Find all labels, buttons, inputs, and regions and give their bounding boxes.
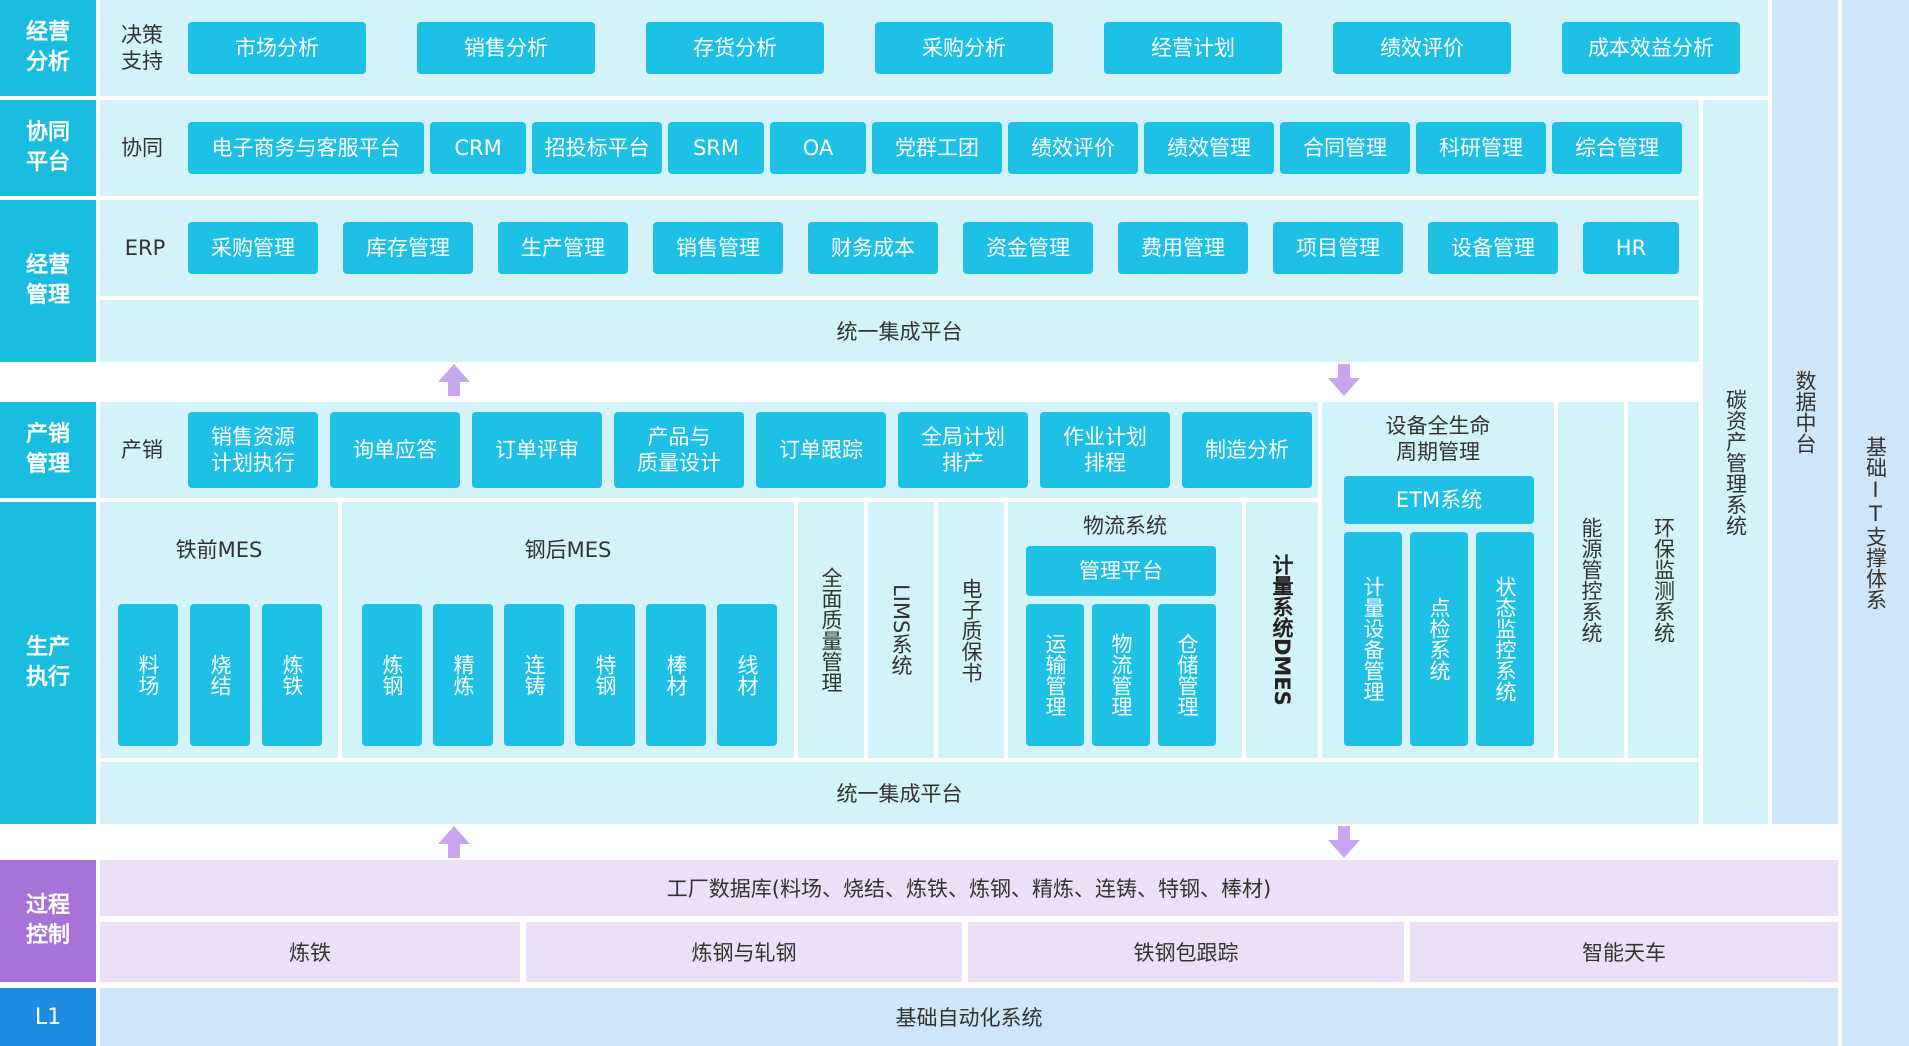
equipment-item: 状态监控系统 [1476, 532, 1534, 746]
up-arrow-icon [438, 364, 470, 396]
decision-item: 经营计划 [1104, 22, 1282, 74]
category-operations-management: 经营 管理 [0, 200, 96, 362]
iron-mes-item: 烧结 [190, 604, 250, 746]
erp-item: 财务成本 [808, 222, 938, 274]
logistics-title: 物流系统 [1083, 514, 1167, 538]
process-item: 炼铁 [100, 922, 520, 982]
decision-item: 采购分析 [875, 22, 1053, 74]
process-item: 铁钢包跟踪 [968, 922, 1404, 982]
decision-item: 市场分析 [188, 22, 366, 74]
down-arrow-icon [1328, 826, 1360, 858]
integration-platform-top: 统一集成平台 [100, 300, 1699, 362]
category-production-execution: 生产 执行 [0, 502, 96, 824]
category-l1: L1 [0, 988, 96, 1046]
prodsales-item: 全局计划 排产 [898, 412, 1028, 488]
quality-management: 全面质量管理 [798, 502, 864, 758]
logistics-item: 物流管理 [1092, 604, 1150, 746]
collab-item: 合同管理 [1280, 122, 1410, 174]
data-middle-platform: 数据中台 [1772, 0, 1838, 824]
energy-control-system: 能源管控系统 [1558, 402, 1624, 758]
logistics-platform: 管理平台 [1026, 546, 1216, 596]
e-quality-cert: 电子质保书 [938, 502, 1004, 758]
iron-mes-item: 炼铁 [262, 604, 322, 746]
process-item: 智能天车 [1410, 922, 1838, 982]
collab-item: 科研管理 [1416, 122, 1546, 174]
prodsales-item: 询单应答 [330, 412, 460, 488]
steel-mes-item: 线材 [717, 604, 777, 746]
etm-system: ETM系统 [1344, 476, 1534, 524]
decision-item: 销售分析 [417, 22, 595, 74]
erp-item: 销售管理 [653, 222, 783, 274]
erp-item: 资金管理 [963, 222, 1093, 274]
prodsales-item: 作业计划 排程 [1040, 412, 1170, 488]
down-arrow-icon [1328, 364, 1360, 396]
dmes-system: 计量系统DMES [1246, 502, 1318, 758]
collab-item: 综合管理 [1552, 122, 1682, 174]
steel-mes-item: 精炼 [433, 604, 493, 746]
category-production-sales: 产销 管理 [0, 402, 96, 498]
decision-item: 成本效益分析 [1562, 22, 1740, 74]
collab-item: 电子商务与客服平台 [188, 122, 424, 174]
collab-label: 协同 [121, 136, 163, 160]
collab-item: 招投标平台 [532, 122, 662, 174]
erp-label: ERP [124, 236, 166, 260]
prodsales-item: 订单跟踪 [756, 412, 886, 488]
equipment-item: 点检系统 [1410, 532, 1468, 746]
factory-database: 工厂数据库(料场、烧结、炼铁、炼钢、精炼、连铸、特钢、棒材) [100, 860, 1838, 916]
lims-system: LIMS系统 [868, 502, 934, 758]
prodsales-item: 产品与 质量设计 [614, 412, 744, 488]
integration-platform-bottom: 统一集成平台 [100, 762, 1699, 824]
category-business-analysis: 经营 分析 [0, 0, 96, 96]
collab-item: OA [770, 122, 866, 174]
carbon-asset-system: 碳资产管理系统 [1703, 100, 1768, 824]
erp-item: HR [1583, 222, 1679, 274]
prodsales-item: 订单评审 [472, 412, 602, 488]
category-process-control: 过程 控制 [0, 860, 96, 982]
erp-item: 采购管理 [188, 222, 318, 274]
steel-mes-item: 特钢 [575, 604, 635, 746]
decision-item: 存货分析 [646, 22, 824, 74]
up-arrow-icon [438, 826, 470, 858]
collab-item: 绩效评价 [1008, 122, 1138, 174]
erp-item: 生产管理 [498, 222, 628, 274]
env-monitoring-system: 环保监测系统 [1628, 402, 1699, 758]
basic-automation-system: 基础自动化系统 [100, 988, 1838, 1046]
steel-mes-item: 棒材 [646, 604, 706, 746]
equipment-lifecycle-title: 设备全生命 周期管理 [1385, 414, 1491, 464]
steel-mes-item: 炼钢 [362, 604, 422, 746]
it-support-system: 基础IT支撑体系 [1842, 0, 1909, 1046]
prodsales-label: 产销 [121, 438, 163, 462]
collab-item: SRM [668, 122, 764, 174]
process-item: 炼钢与轧钢 [526, 922, 962, 982]
steel-mes-item: 连铸 [504, 604, 564, 746]
category-collab-platform: 协同 平台 [0, 100, 96, 196]
prodsales-item: 制造分析 [1182, 412, 1312, 488]
decision-item: 绩效评价 [1333, 22, 1511, 74]
collab-item: CRM [430, 122, 526, 174]
collab-item: 绩效管理 [1144, 122, 1274, 174]
collab-item: 党群工团 [872, 122, 1002, 174]
steel-mes-title: 钢后MES [524, 538, 612, 562]
equipment-item: 计量设备管理 [1344, 532, 1402, 746]
decision-support-label: 决策 支持 [121, 23, 163, 73]
erp-item: 项目管理 [1273, 222, 1403, 274]
erp-item: 设备管理 [1428, 222, 1558, 274]
iron-mes-item: 料场 [118, 604, 178, 746]
logistics-item: 仓储管理 [1158, 604, 1216, 746]
logistics-item: 运输管理 [1026, 604, 1084, 746]
erp-item: 费用管理 [1118, 222, 1248, 274]
erp-item: 库存管理 [343, 222, 473, 274]
iron-mes-title: 铁前MES [175, 538, 263, 562]
prodsales-item: 销售资源 计划执行 [188, 412, 318, 488]
